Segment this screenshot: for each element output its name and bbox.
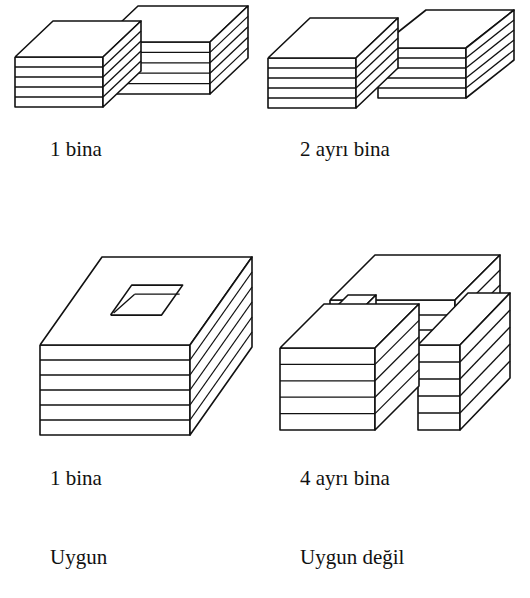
floor-line <box>15 66 103 67</box>
verdict-label: Uygun <box>50 545 107 570</box>
building-caption: 4 ayrı bina <box>300 466 390 491</box>
floor-line <box>466 40 514 78</box>
l-shaped-building <box>15 6 248 107</box>
floor-line <box>460 361 510 413</box>
floor-line <box>378 87 466 88</box>
floor-line <box>356 58 398 98</box>
side-face <box>190 257 252 435</box>
floor-line <box>356 48 398 88</box>
floor-line <box>15 96 103 97</box>
side-face <box>103 21 141 107</box>
floor-line <box>103 51 141 87</box>
floor-line <box>40 419 190 420</box>
floor-line <box>15 76 103 77</box>
side-face <box>375 304 419 430</box>
floor-line <box>460 310 510 362</box>
verdict-label: Uygun değil <box>300 545 404 570</box>
floor-line <box>210 48 248 84</box>
front-face <box>280 348 375 430</box>
floor-line <box>210 27 248 63</box>
floor-line <box>466 20 514 58</box>
floor-line <box>103 61 141 97</box>
floor-line <box>375 337 419 381</box>
side-face <box>210 6 248 94</box>
side-face <box>356 18 398 108</box>
front-face <box>418 345 460 430</box>
floor-line <box>268 67 356 68</box>
floor-line <box>190 332 252 420</box>
floor-line <box>418 412 460 413</box>
floor-line <box>375 370 419 414</box>
floor-line <box>103 41 141 77</box>
courtyard-opening <box>111 285 183 315</box>
floor-line <box>268 97 356 98</box>
floor-line <box>460 327 510 379</box>
floor-line <box>103 31 141 67</box>
floor-line <box>40 359 190 360</box>
floor-line <box>378 77 466 78</box>
floor-line <box>356 38 398 78</box>
floor-line <box>375 320 419 364</box>
four-separate-buildings <box>280 255 510 430</box>
floor-line <box>280 364 375 365</box>
floor-line <box>280 413 375 414</box>
floor-line <box>268 87 356 88</box>
building-caption: 2 ayrı bina <box>300 137 390 162</box>
floor-line <box>375 353 419 397</box>
side-face <box>466 10 514 98</box>
building-caption: 1 bina <box>50 466 102 491</box>
floor-line <box>418 361 460 362</box>
side-face <box>460 293 510 430</box>
front-face <box>268 58 356 108</box>
two-separate-buildings <box>268 10 514 108</box>
floor-line <box>280 380 375 381</box>
floor-line <box>356 28 398 68</box>
front-face <box>40 345 190 435</box>
floor-line <box>15 86 103 87</box>
courtyard-wall <box>135 294 180 295</box>
courtyard-building <box>40 257 252 435</box>
floor-line <box>268 77 356 78</box>
courtyard-wall <box>114 294 135 313</box>
floor-line <box>466 50 514 88</box>
floor-line <box>40 404 190 405</box>
floor-line <box>418 378 460 379</box>
floor-line <box>466 30 514 68</box>
floor-line <box>210 37 248 73</box>
floor-line <box>210 16 248 52</box>
floor-line <box>40 389 190 390</box>
floor-line <box>280 397 375 398</box>
floor-line <box>460 344 510 396</box>
front-face <box>15 57 103 107</box>
floor-line <box>40 374 190 375</box>
floor-line <box>418 395 460 396</box>
floor-line <box>190 317 252 405</box>
building-caption: 1 bina <box>50 137 102 162</box>
